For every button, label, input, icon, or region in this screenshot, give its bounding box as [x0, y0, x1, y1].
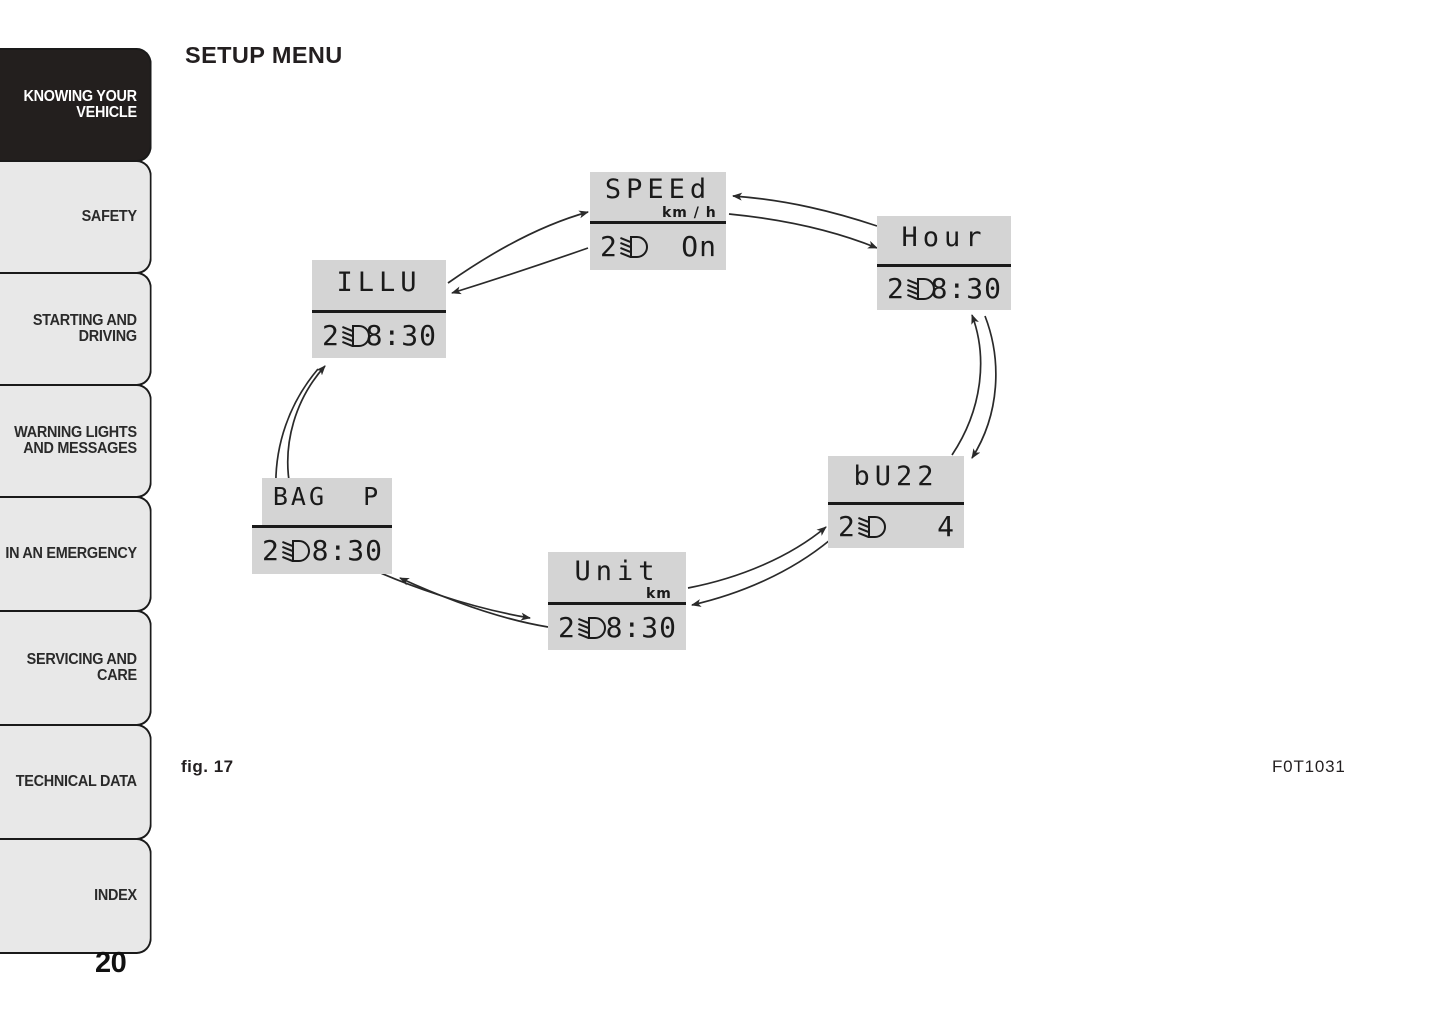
headlight-icon	[906, 276, 937, 302]
lcd-top-panel: SPEEd	[590, 172, 726, 221]
lcd-top-panel: Hour	[877, 216, 1011, 264]
lcd-odometer-group: 2	[558, 610, 608, 644]
lcd-odometer-group: 2	[838, 509, 888, 543]
lcd-divider	[312, 310, 446, 313]
headlight-icon	[577, 615, 608, 641]
lcd-top-panel: ILLU	[312, 260, 446, 310]
lcd-top-panel: Unit	[548, 552, 686, 602]
lcd-title: bU22	[853, 461, 939, 492]
lcd-screen-speed: SPEEd km / h 2 On	[590, 172, 726, 270]
lcd-trip-number: 2	[887, 271, 904, 305]
lcd-screen-bag-p: BAG P 2 8:30	[252, 478, 392, 574]
lcd-trip-number: 2	[558, 610, 575, 644]
lcd-odometer-group: 2	[887, 271, 937, 305]
lcd-divider	[828, 502, 964, 505]
sidebar-item-label: SAFETY	[81, 207, 137, 225]
lcd-trip-number: 2	[262, 534, 279, 567]
headlight-icon	[281, 538, 312, 564]
sidebar-item-index[interactable]: INDEX	[0, 838, 152, 954]
sidebar-item-label: TECHNICAL DATA	[15, 772, 137, 790]
lcd-bottom-panel: 2 4	[828, 505, 964, 548]
lcd-bottom-panel: 2 On	[590, 224, 726, 270]
lcd-odometer-group: 2	[262, 537, 312, 565]
headlight-icon	[857, 514, 888, 540]
figure-caption: fig. 17	[181, 757, 234, 776]
lcd-screen-buzz: bU22 2 4	[828, 456, 964, 548]
lcd-trip-number: 2	[838, 509, 855, 543]
headlight-icon	[341, 323, 372, 349]
lcd-value: 8:30	[365, 318, 437, 352]
lcd-value: 4	[937, 509, 955, 543]
headlight-icon	[619, 234, 650, 260]
sidebar-item-label: SERVICING AND CARE	[26, 650, 137, 684]
sidebar-item-label: IN AN EMERGENCY	[5, 544, 137, 562]
lcd-unit-label: km / h	[662, 205, 717, 221]
figure-code: F0T1031	[1272, 757, 1346, 776]
lcd-divider	[548, 602, 686, 605]
lcd-odometer-group: 2	[600, 233, 650, 261]
sidebar-item-starting-and-driving[interactable]: STARTING AND DRIVING	[0, 272, 152, 386]
lcd-bottom-panel: 2 8:30	[877, 267, 1011, 310]
lcd-bottom-panel: 2 8:30	[252, 528, 392, 574]
sidebar-item-label: INDEX	[94, 886, 137, 904]
lcd-trip-number: 2	[322, 318, 339, 352]
lcd-title: ILLU	[336, 267, 422, 298]
sidebar-item-servicing-and-care[interactable]: SERVICING AND CARE	[0, 610, 152, 726]
page-title: SETUP MENU	[185, 42, 343, 68]
sidebar-item-warning-lights-and-messages[interactable]: WARNING LIGHTS AND MESSAGES	[0, 384, 152, 498]
lcd-odometer-group: 2	[322, 318, 372, 352]
sidebar-item-technical-data[interactable]: TECHNICAL DATA	[0, 724, 152, 840]
lcd-value: On	[681, 230, 717, 263]
sidebar-item-label: KNOWING YOUR VEHICLE	[23, 87, 137, 121]
lcd-unit-label: km	[646, 586, 672, 602]
lcd-top-panel: BAG P	[262, 478, 392, 525]
lcd-value: 8:30	[605, 610, 677, 644]
lcd-title: BAG P	[272, 482, 382, 511]
lcd-title: SPEEd	[604, 174, 712, 205]
lcd-screen-illu: ILLU 2 8:30	[312, 260, 446, 358]
lcd-title: Hour	[901, 222, 987, 253]
lcd-value: 8:30	[311, 534, 383, 567]
page-number: 20	[95, 947, 127, 979]
lcd-bottom-panel: 2 8:30	[312, 313, 446, 358]
lcd-screen-unit: Unit km 2 8:30	[548, 552, 686, 650]
lcd-title: Unit	[574, 556, 660, 587]
sidebar-item-knowing-your-vehicle[interactable]: KNOWING YOUR VEHICLE	[0, 48, 152, 162]
lcd-trip-number: 2	[600, 230, 617, 263]
sidebar-item-label: STARTING AND DRIVING	[32, 311, 137, 345]
sidebar-item-in-an-emergency[interactable]: IN AN EMERGENCY	[0, 496, 152, 612]
lcd-divider	[252, 525, 392, 528]
lcd-value: 8:30	[930, 271, 1002, 305]
sidebar-item-safety[interactable]: SAFETY	[0, 160, 152, 274]
lcd-divider	[590, 221, 726, 224]
sidebar-tabs: KNOWING YOUR VEHICLE SAFETY STARTING AND…	[0, 48, 164, 954]
lcd-bottom-panel: 2 8:30	[548, 605, 686, 650]
sidebar-item-label: WARNING LIGHTS AND MESSAGES	[14, 423, 137, 457]
lcd-top-panel: bU22	[828, 456, 964, 502]
lcd-divider	[877, 264, 1011, 267]
lcd-screen-hour: Hour 2 8:30	[877, 216, 1011, 310]
